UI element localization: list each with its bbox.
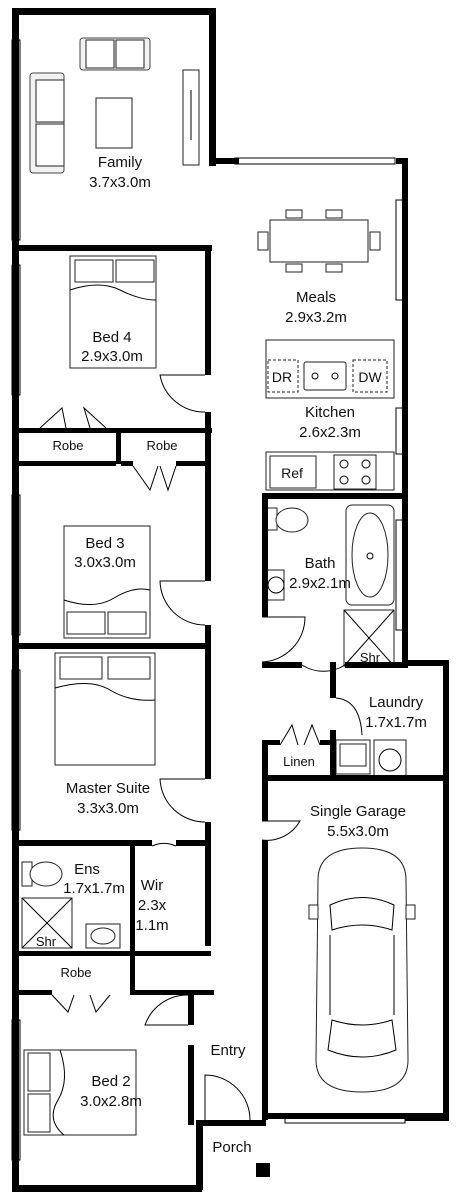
walls [12,8,449,1192]
master-size: 3.3x3.0m [77,800,139,817]
laundry-label: Laundry [369,694,424,711]
master-label: Master Suite [66,780,150,797]
bed4-label: Bed 4 [92,329,131,346]
doors [39,374,363,1121]
master-bed [54,652,156,766]
wir-size-2: 1.1m [135,917,168,934]
entry-label: Entry [210,1042,246,1059]
garage-label: Single Garage [310,803,406,820]
meals-size: 2.9x3.2m [285,309,347,326]
ensuite-size: 1.7x1.7m [63,880,125,897]
bath-fixtures [265,504,395,667]
bath-size: 2.9x2.1m [289,575,351,592]
family-size: 3.7x3.0m [89,174,151,191]
bed2-bed [23,1049,137,1136]
meals-label: Meals [296,289,336,306]
family-furniture [29,37,200,174]
robe-b-label: Robe [146,438,177,453]
laundry-size: 1.7x1.7m [365,714,427,731]
dw-label: DW [358,369,382,385]
bed4-bed [69,255,157,369]
bed3-label: Bed 3 [85,535,124,552]
ensuite-shower-label: Shr [36,934,57,949]
porch-label: Porch [212,1139,251,1156]
ensuite-fixtures [21,861,121,949]
wir-label: Wir [141,877,164,894]
kitchen-bench [265,339,395,399]
kitchen-label: Kitchen [305,404,355,421]
fridge-label: Ref [281,465,303,481]
dining-set [257,209,381,273]
robe-c-label: Robe [60,965,91,980]
bath-label: Bath [305,555,336,572]
kitchen-size: 2.6x2.3m [299,424,361,441]
laundry-fixtures [335,739,407,777]
kitchen-back [265,451,395,491]
bath-shower-label: Shr [360,650,381,665]
bed3-bed [63,525,151,639]
car [308,847,416,1093]
bed2-label: Bed 2 [91,1073,130,1090]
bed3-size: 3.0x3.0m [74,554,136,571]
robe-a-label: Robe [52,438,83,453]
ensuite-label: Ens [74,861,100,878]
garage-size: 5.5x3.0m [327,823,389,840]
family-label: Family [98,154,143,171]
linen-label: Linen [283,754,315,769]
bed2-size: 3.0x2.8m [80,1093,142,1110]
dr-label: DR [272,369,292,385]
bed4-size: 2.9x3.0m [81,348,143,365]
wir-size-1: 2.3x [138,897,167,914]
